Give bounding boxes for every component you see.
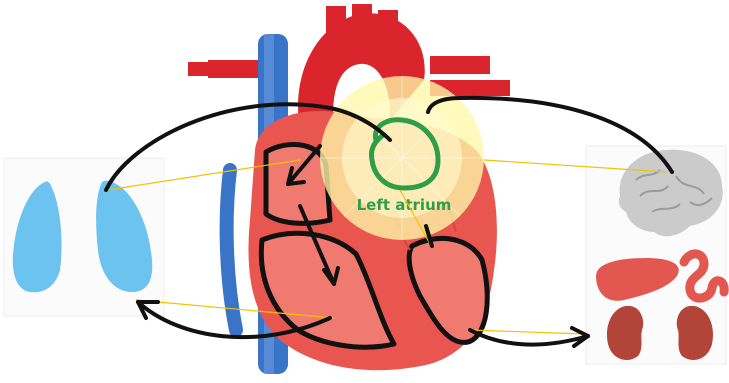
left-atrium-highlight (320, 76, 484, 240)
left-atrium-label: Left atrium (357, 196, 452, 214)
